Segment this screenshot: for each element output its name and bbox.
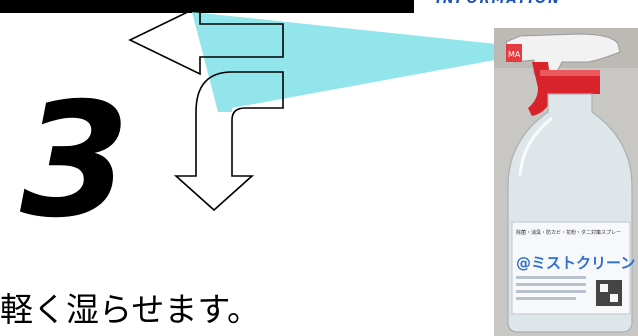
arrow-left-icon — [128, 4, 284, 76]
label-text-line — [516, 283, 586, 286]
label-tagline: 除菌・消臭・防カビ・花粉・ダニ対策スプレー — [516, 229, 621, 236]
label-qr-code — [596, 280, 622, 306]
step-number: 3 — [20, 69, 130, 253]
nozzle-tip — [506, 44, 522, 62]
curved-arrow-down-icon — [173, 71, 284, 212]
label-text-line — [516, 276, 586, 279]
label-text-line — [516, 290, 586, 293]
qr-marker — [610, 294, 618, 302]
qr-marker — [600, 284, 608, 292]
nozzle-mark: MA — [508, 50, 521, 59]
corner-header-text: INFORMATION — [436, 0, 638, 8]
top-black-rule — [0, 0, 414, 13]
label-brand: @ミストクリーン — [516, 254, 635, 272]
instruction-caption: 軽く湿らせます。 — [0, 290, 261, 329]
mist-spray — [192, 12, 506, 112]
bottle-highlight — [518, 116, 553, 177]
cap-highlight — [540, 70, 600, 76]
label-text-line — [516, 297, 576, 300]
